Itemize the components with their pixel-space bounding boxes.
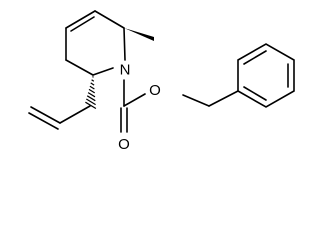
bond-carbonyl-ester-o <box>123 93 146 107</box>
bond-ester-o-ch2 <box>182 94 210 107</box>
bond-allyl-ch2-ch <box>59 105 91 124</box>
bond-allyl-ch-ch2-outer <box>30 106 61 124</box>
methyl-wedge-bond <box>124 28 154 41</box>
benzene-double-1 <box>243 50 267 65</box>
bond-c3-c4 <box>94 10 125 29</box>
bond-c6-c2 <box>65 59 94 76</box>
ester-oxygen-label: O <box>149 82 161 99</box>
benzene-ring <box>237 43 295 108</box>
allyl-hashed-wedge-bond <box>85 76 97 110</box>
carbonyl-oxygen-label: O <box>118 136 130 153</box>
benzene-outline <box>237 43 295 108</box>
bond-c2-n <box>92 67 114 76</box>
chemical-structure-diagram: N O O <box>28 10 295 153</box>
dihydropyridine-ring <box>65 10 126 76</box>
bond-c4-c5-double-inner <box>70 16 95 32</box>
nitrogen-atom-label: N <box>120 62 131 79</box>
bond-n-c3 <box>123 27 126 61</box>
bond-c4-c5-double-outer <box>65 10 96 29</box>
carbamate-group <box>120 79 239 133</box>
bond-ch2-phenyl <box>208 90 239 107</box>
benzene-double-3 <box>243 86 267 101</box>
allyl-group <box>28 105 91 130</box>
bond-allyl-ch-ch2-inner <box>28 112 59 130</box>
